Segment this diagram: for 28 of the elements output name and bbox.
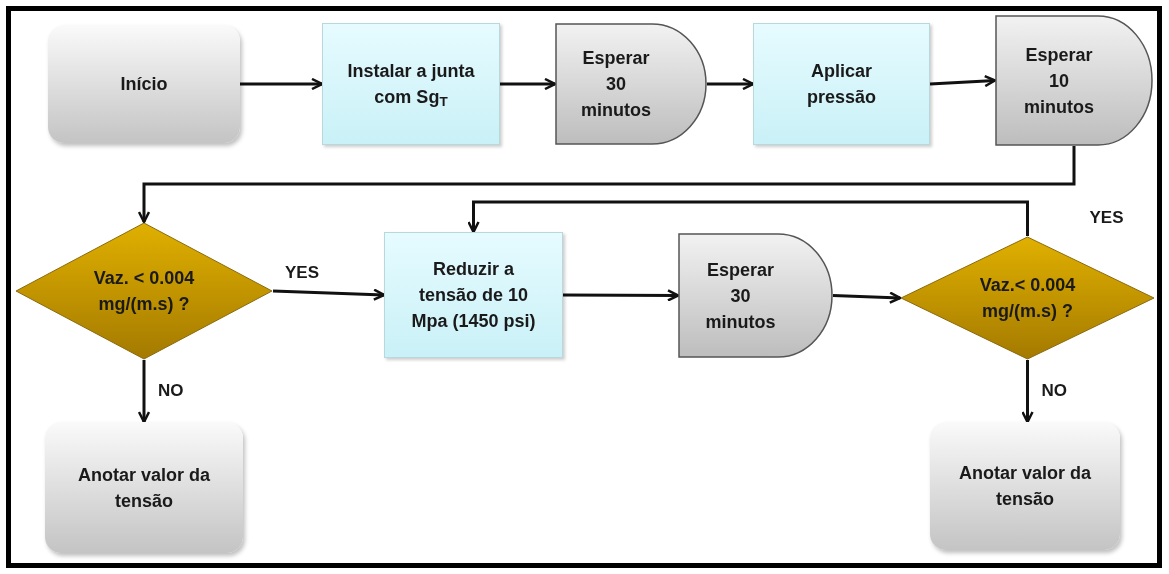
node-text: Vaz. < 0.004 mg/(m.s) ? — [92, 267, 196, 316]
process-box — [753, 23, 930, 145]
node-text: Instalar a junta com Sg$_{T}$ — [346, 60, 476, 110]
node-text: Aplicar pressão — [805, 60, 877, 109]
process-box — [322, 23, 500, 145]
arrow — [707, 77, 755, 91]
arrow — [500, 77, 557, 91]
arrow — [137, 146, 1076, 224]
terminal-box — [48, 25, 240, 143]
node-text: Anotar valor da tensão — [958, 462, 1092, 511]
node-text: Anotar valor da tensão — [77, 463, 211, 513]
node-text: Esperar 10 minutos — [1023, 43, 1095, 119]
node-text: Esperar 30 minutos — [580, 47, 652, 122]
terminal-box — [45, 422, 243, 553]
arrow — [929, 74, 997, 88]
terminal-box — [930, 422, 1120, 550]
arrow — [137, 360, 151, 424]
node-text: Esperar 30 minutos — [704, 258, 777, 334]
process-box — [384, 232, 563, 358]
arrow — [563, 289, 680, 302]
node-text: Vaz.< 0.004 mg/(m.s) ? — [978, 274, 1077, 323]
arrow — [272, 288, 386, 301]
node-text: Reduzir a tensão de 10 Mpa (1450 psi) — [410, 258, 537, 333]
node-text: Início — [119, 73, 169, 96]
arrow — [832, 291, 902, 304]
arrow — [467, 200, 1029, 236]
arrow — [240, 77, 324, 91]
arrow — [1021, 360, 1034, 424]
